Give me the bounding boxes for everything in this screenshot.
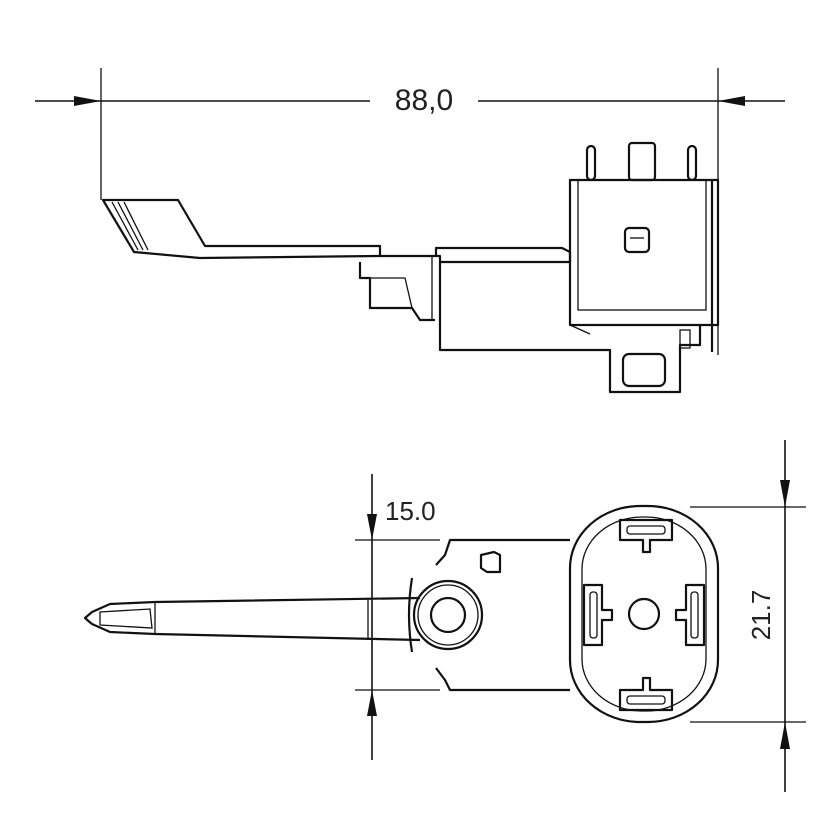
arrow-up-icon (367, 690, 377, 716)
dimension-label-length: 88,0 (395, 84, 453, 117)
contact-top (618, 518, 674, 554)
arrow-right-icon (74, 96, 101, 106)
lever-pin (83, 596, 421, 642)
connector-face (568, 504, 720, 724)
connector-body-side (438, 141, 720, 394)
dimension-overall-length: 88,0 (35, 68, 785, 355)
latch-hook (479, 550, 502, 574)
dimension-label-width: 15.0 (385, 496, 436, 526)
dimension-width: 15.0 (355, 474, 440, 760)
dimension-label-height: 21.7 (746, 590, 776, 641)
latch-slot (623, 226, 651, 254)
lever-arm (101, 198, 572, 322)
top-view: 88,0 (35, 68, 785, 394)
pin (686, 144, 698, 182)
contact-right (674, 583, 706, 647)
center-hole (627, 597, 661, 631)
contact-bottom (618, 676, 674, 712)
mount-hole (621, 352, 667, 388)
pivot-ring (412, 579, 484, 651)
pivot-body (407, 538, 570, 692)
dimension-height: 21.7 (690, 440, 806, 792)
arrow-down-icon (367, 514, 377, 540)
arrow-up-icon (780, 722, 790, 749)
pivot-hole (429, 596, 467, 634)
pin-center (627, 141, 657, 182)
pin (585, 144, 597, 182)
bottom-view: 15.0 21.7 (83, 440, 806, 792)
contact-left (582, 583, 614, 647)
arrow-down-icon (780, 480, 790, 507)
arrow-left-icon (718, 96, 745, 106)
